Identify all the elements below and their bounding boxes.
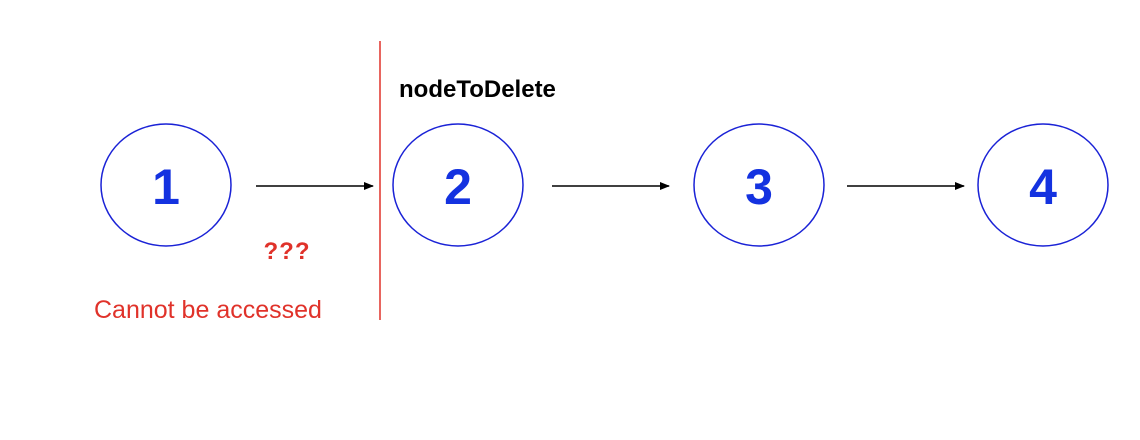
node-1-label: 1 [152, 159, 180, 215]
list-node-1: 1 [100, 123, 232, 247]
unknown-link-label: ??? [264, 238, 311, 265]
list-node-4: 4 [977, 123, 1109, 247]
list-node-2: 2 [392, 123, 524, 247]
list-node-3: 3 [693, 123, 825, 247]
node-to-delete-label: nodeToDelete [399, 76, 556, 103]
inaccessible-note: Cannot be accessed [94, 296, 322, 324]
node-4-label: 4 [1029, 159, 1057, 215]
node-3-label: 3 [745, 159, 773, 215]
node-2-label: 2 [444, 159, 472, 215]
node-2-circle [392, 123, 524, 247]
node-1-circle [100, 123, 232, 247]
node-4-circle [977, 123, 1109, 247]
node-3-circle [693, 123, 825, 247]
